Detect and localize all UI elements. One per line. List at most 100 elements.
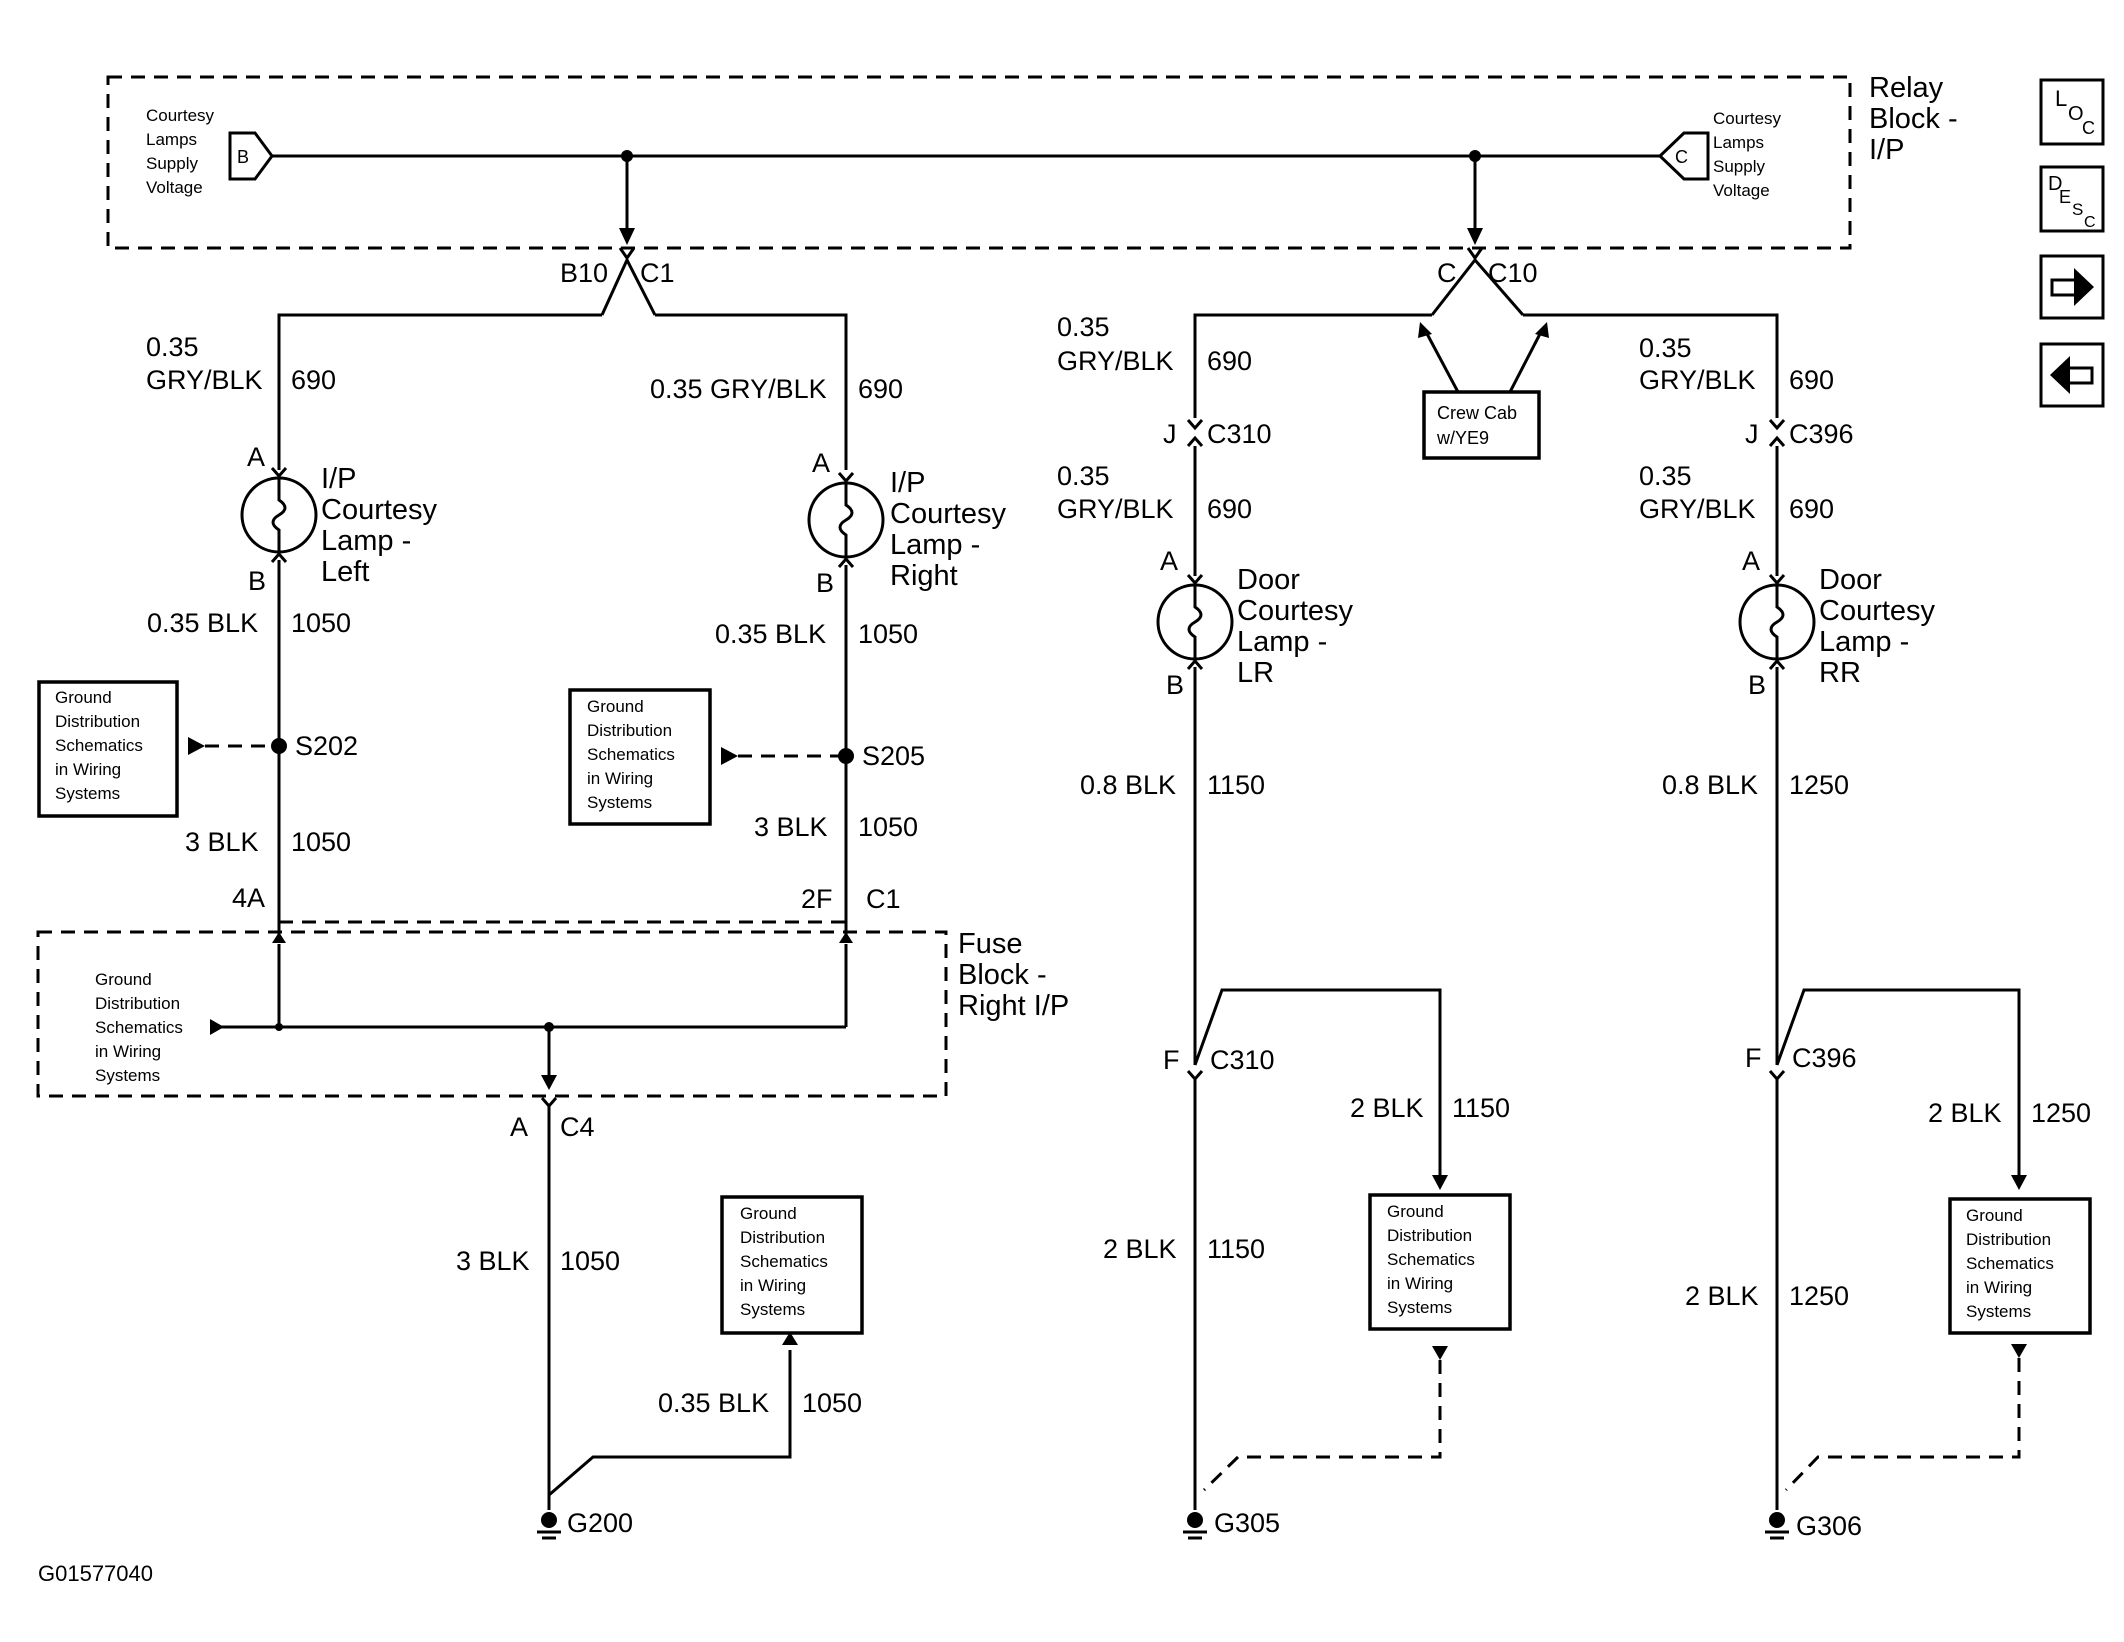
ground-distribution-box: Ground Distribution Schematics in Wiring… — [720, 1195, 864, 1335]
left-supply-connector — [228, 131, 274, 181]
ground-g200-circuit: A C4 3 BLK 1050 0.35 BLK 1050 G200 — [456, 1097, 862, 1540]
svg-text:Schematics: Schematics — [740, 1252, 828, 1271]
svg-text:0.35: 0.35 — [1057, 312, 1110, 342]
svg-text:1050: 1050 — [291, 827, 351, 857]
svg-text:A: A — [812, 448, 830, 478]
svg-text:2 BLK: 2 BLK — [1350, 1093, 1424, 1123]
arrow-down — [619, 228, 635, 245]
ip-lamp-right-circuit: 0.35 GRY/BLK 690 A B I/P Courtesy Lamp -… — [650, 313, 1007, 935]
svg-text:Schematics: Schematics — [95, 1018, 183, 1037]
svg-text:Systems: Systems — [1387, 1298, 1452, 1317]
ground-distribution-box: Ground Distribution Schematics in Wiring… — [1948, 1197, 2092, 1335]
svg-text:C: C — [2084, 214, 2096, 231]
svg-text:GRY/BLK: GRY/BLK — [1057, 346, 1174, 376]
next-page-button[interactable] — [2039, 254, 2105, 320]
svg-text:0.35: 0.35 — [1057, 461, 1110, 491]
svg-text:GRY/BLK: GRY/BLK — [1639, 365, 1756, 395]
pin-4a: 4A — [232, 883, 265, 913]
connector-c10: C10 — [1488, 258, 1538, 288]
svg-text:E: E — [2059, 187, 2071, 207]
svg-text:in Wiring: in Wiring — [55, 760, 121, 779]
svg-text:in Wiring: in Wiring — [587, 769, 653, 788]
description-button[interactable]: D E S C — [2039, 165, 2105, 233]
svg-text:0.35 GRY/BLK: 0.35 GRY/BLK — [650, 374, 827, 404]
svg-text:B: B — [248, 566, 266, 596]
svg-text:2 BLK: 2 BLK — [1685, 1281, 1759, 1311]
svg-text:Distribution: Distribution — [587, 721, 672, 740]
svg-text:Distribution: Distribution — [95, 994, 180, 1013]
svg-text:LR: LR — [1237, 657, 1274, 689]
connector-c396-bot: C396 — [1792, 1043, 1857, 1073]
svg-text:1050: 1050 — [802, 1388, 862, 1418]
svg-text:Lamp -: Lamp - — [1819, 626, 1909, 658]
svg-text:1050: 1050 — [858, 812, 918, 842]
svg-text:Lamp -: Lamp - — [890, 529, 980, 561]
relay-block: Relay Block - I/P Courtesy Lamps Supply … — [106, 72, 1958, 250]
connector-b10-c1: B10 C1 — [560, 247, 675, 316]
svg-text:Courtesy: Courtesy — [321, 494, 438, 526]
svg-text:Ground: Ground — [740, 1204, 797, 1223]
svg-text:Door: Door — [1237, 564, 1300, 596]
svg-text:0.35 BLK: 0.35 BLK — [715, 619, 826, 649]
svg-text:1250: 1250 — [1789, 1281, 1849, 1311]
svg-text:Courtesy: Courtesy — [1237, 595, 1354, 627]
connector-c4: C4 — [560, 1112, 595, 1142]
svg-text:690: 690 — [1789, 365, 1834, 395]
ground-g306-label: G306 — [1796, 1511, 1862, 1541]
svg-text:0.35 BLK: 0.35 BLK — [658, 1388, 769, 1418]
svg-text:690: 690 — [858, 374, 903, 404]
left-supply-label: Courtesy Lamps Supply Voltage — [146, 106, 215, 197]
svg-text:690: 690 — [1789, 494, 1834, 524]
location-button[interactable]: L O C — [2039, 78, 2105, 146]
pin-j-rr: J — [1745, 419, 1759, 449]
fuse-block-title-3: Right I/P — [958, 990, 1069, 1022]
svg-text:690: 690 — [291, 365, 336, 395]
svg-text:Courtesy: Courtesy — [1819, 595, 1936, 627]
crew-cab-option: Crew Cab w/YE9 — [1418, 322, 1549, 460]
relay-block-title-2: Block - — [1869, 103, 1958, 135]
svg-text:A: A — [1160, 546, 1178, 576]
svg-text:0.35: 0.35 — [1639, 461, 1692, 491]
svg-text:O: O — [2068, 103, 2084, 125]
svg-text:C: C — [2082, 118, 2095, 138]
svg-text:S: S — [2072, 200, 2083, 219]
svg-text:I/P: I/P — [321, 463, 356, 495]
connector-c1-fuse: C1 — [866, 884, 901, 914]
splice-s205 — [838, 748, 854, 764]
svg-text:Supply: Supply — [1713, 157, 1765, 176]
ground-distribution-box: Ground Distribution Schematics in Wiring… — [1368, 1193, 1512, 1331]
lamp-filament — [1769, 585, 1785, 659]
svg-text:Courtesy: Courtesy — [146, 106, 215, 125]
previous-page-button[interactable] — [2039, 342, 2105, 408]
arrow-right-icon — [2050, 268, 2094, 306]
svg-text:0.8 BLK: 0.8 BLK — [1662, 770, 1758, 800]
lamp-filament — [1187, 585, 1203, 659]
svg-text:Distribution: Distribution — [55, 712, 140, 731]
svg-text:Systems: Systems — [1966, 1302, 2031, 1321]
svg-text:2 BLK: 2 BLK — [1928, 1098, 2002, 1128]
connector-c396-top: C396 — [1789, 419, 1854, 449]
svg-text:in Wiring: in Wiring — [740, 1276, 806, 1295]
svg-text:Voltage: Voltage — [146, 178, 203, 197]
svg-text:GRY/BLK: GRY/BLK — [1639, 494, 1756, 524]
relay-block-title-3: I/P — [1869, 134, 1904, 166]
splice-s205-label: S205 — [862, 741, 925, 771]
left-supply-connector-label: B — [237, 147, 249, 167]
crew-cab-label-2: w/YE9 — [1436, 428, 1489, 448]
arrow-left-icon — [2050, 356, 2094, 394]
connector-c310-top: C310 — [1207, 419, 1272, 449]
pin-f-rr: F — [1745, 1043, 1762, 1073]
svg-text:A: A — [247, 442, 265, 472]
ground-icon — [541, 1512, 557, 1528]
svg-text:Schematics: Schematics — [1387, 1250, 1475, 1269]
ground-icon — [1769, 1512, 1785, 1528]
svg-text:3 BLK: 3 BLK — [456, 1246, 530, 1276]
svg-text:Left: Left — [321, 556, 369, 588]
svg-text:Ground: Ground — [1966, 1206, 2023, 1225]
connector-c1: C1 — [640, 258, 675, 288]
svg-text:in Wiring: in Wiring — [95, 1042, 161, 1061]
fuse-block-outline — [36, 930, 948, 1098]
svg-text:1250: 1250 — [1789, 770, 1849, 800]
svg-text:GRY/BLK: GRY/BLK — [1057, 494, 1174, 524]
svg-text:Ground: Ground — [55, 688, 112, 707]
